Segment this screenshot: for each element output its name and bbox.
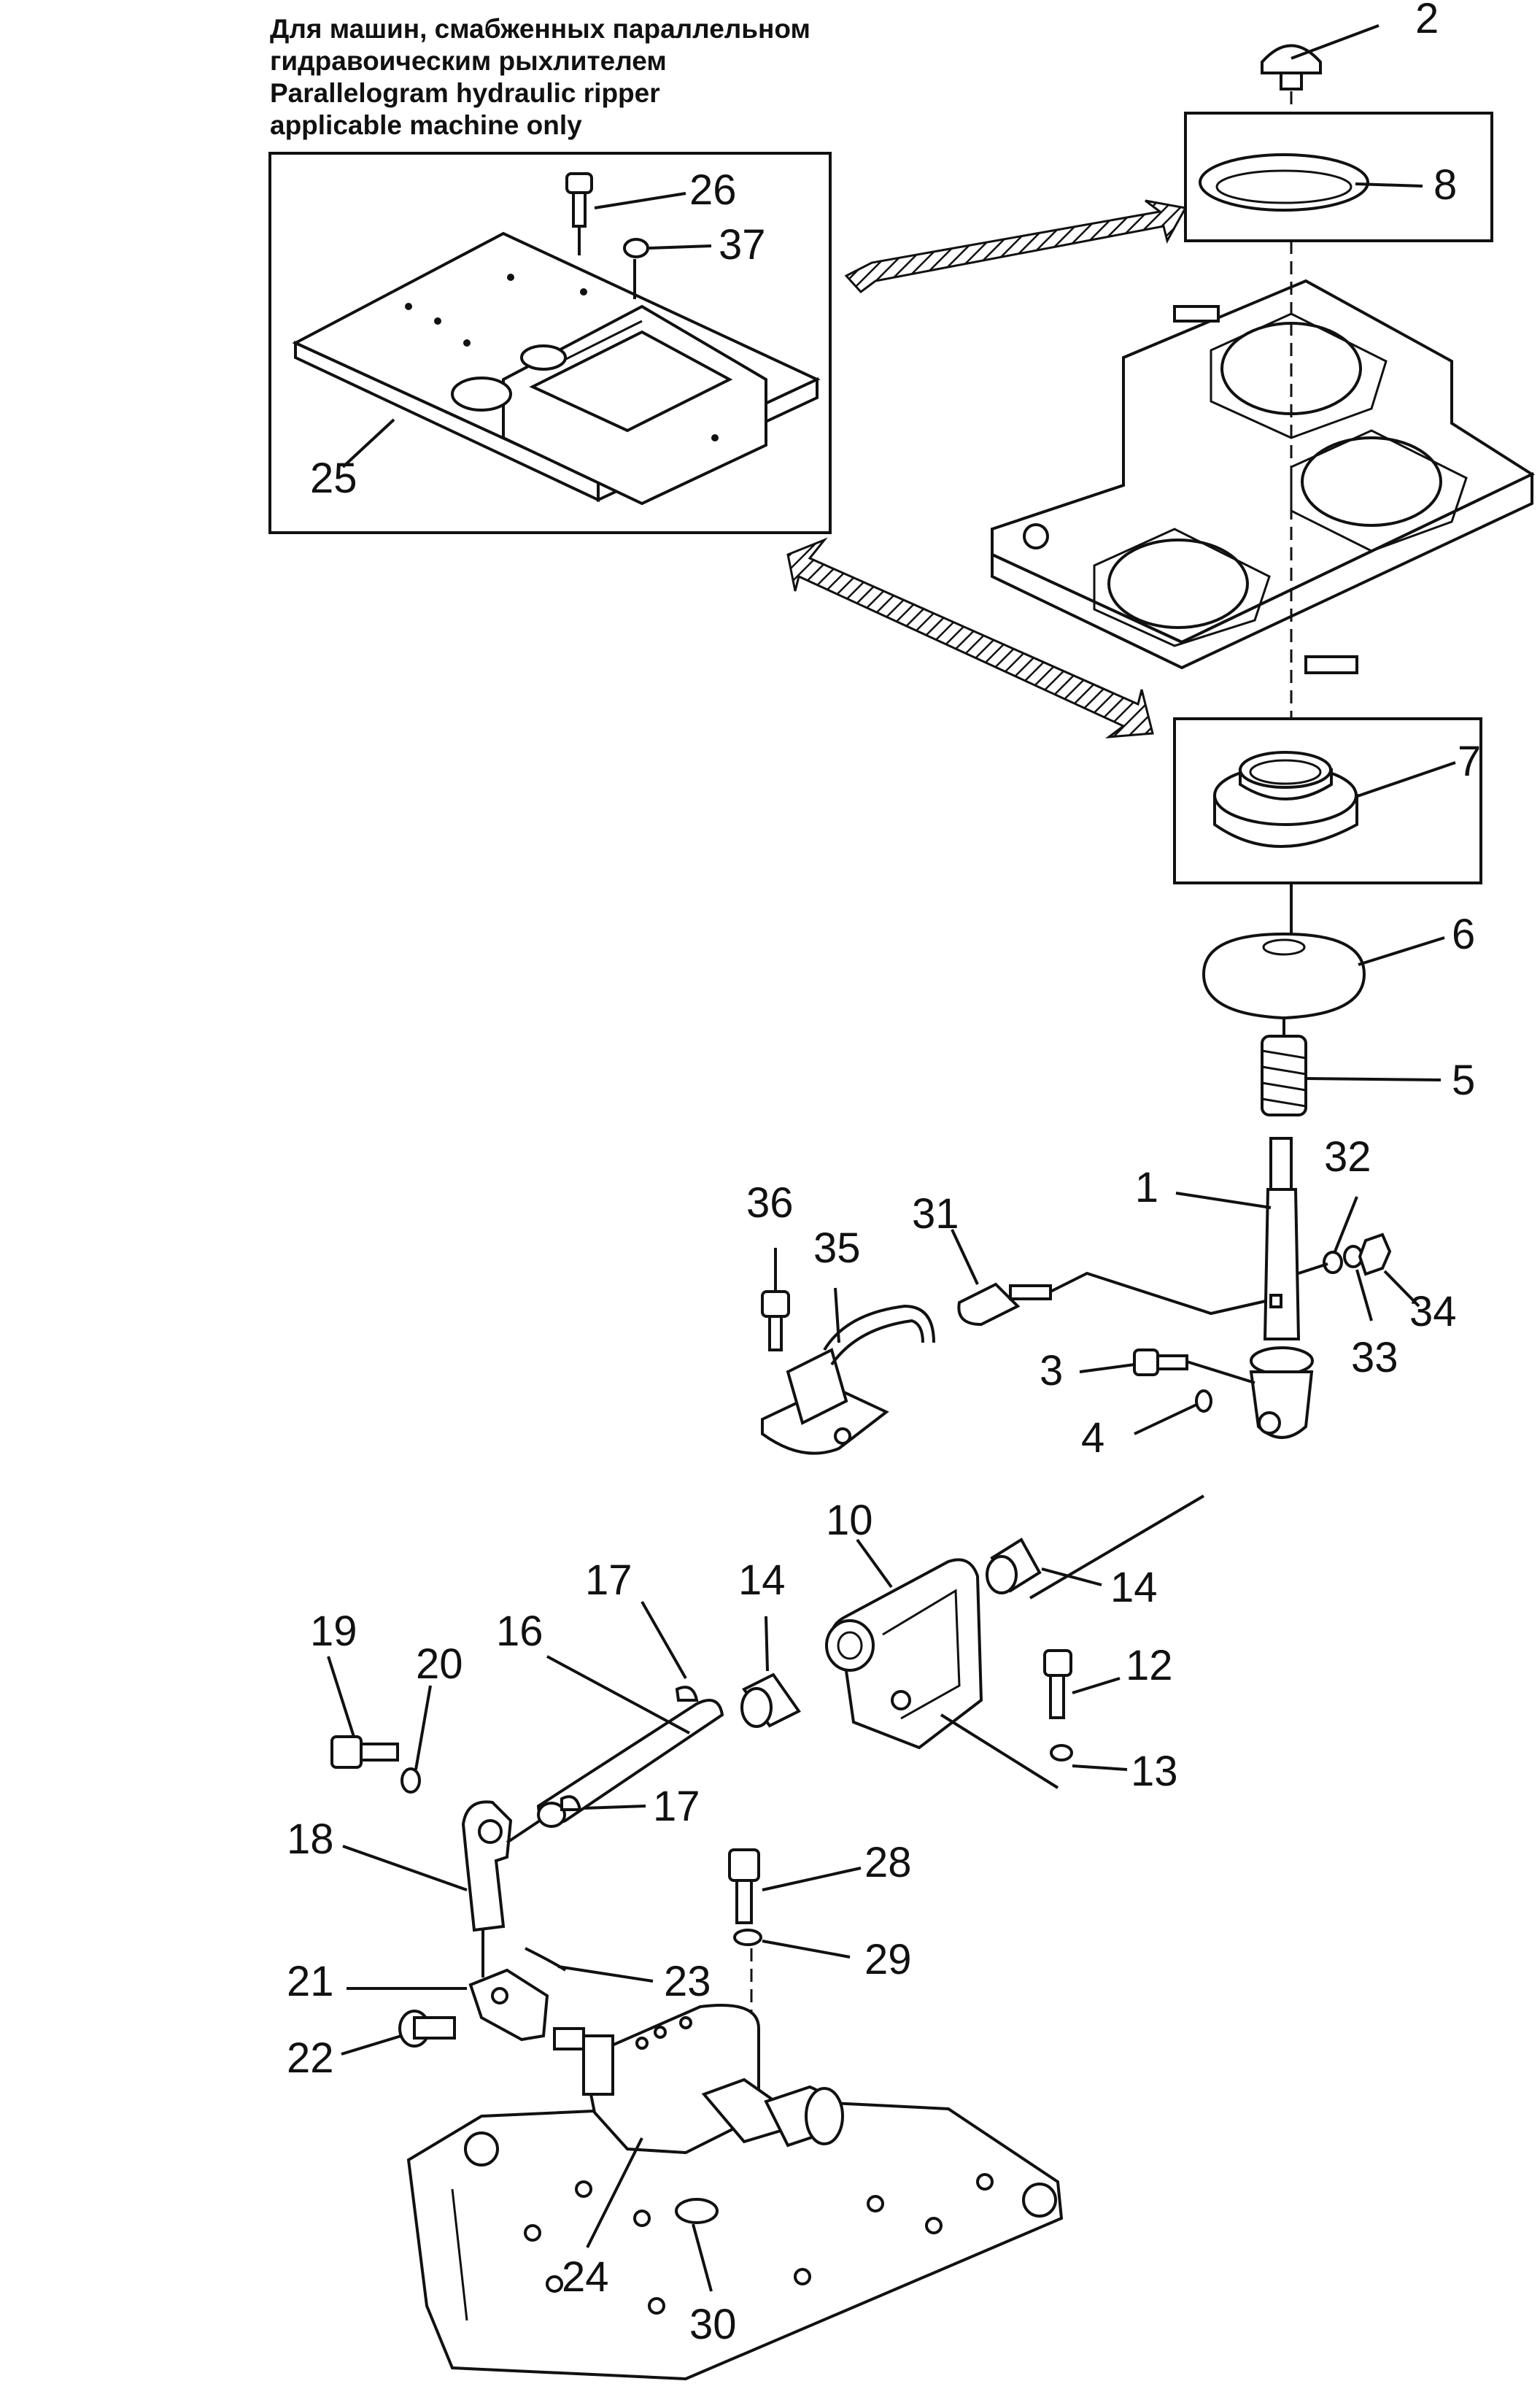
callout-6: 6 bbox=[1452, 911, 1475, 958]
plug-37 bbox=[623, 238, 649, 258]
guide-plate bbox=[991, 279, 1536, 674]
bolt-12 bbox=[1043, 1649, 1072, 1719]
callout-33: 33 bbox=[1351, 1334, 1398, 1381]
callout-20: 20 bbox=[416, 1640, 463, 1688]
knob-2 bbox=[1261, 44, 1322, 90]
bushing-14-left bbox=[740, 1672, 801, 1728]
callout-24: 24 bbox=[562, 2253, 609, 2301]
washer-32 bbox=[1323, 1251, 1343, 1274]
callout-19: 19 bbox=[310, 1608, 357, 1655]
control-lever-1 bbox=[1249, 1137, 1314, 1439]
callout-8: 8 bbox=[1433, 161, 1457, 209]
bushing-14-right bbox=[986, 1537, 1042, 1594]
key-17-lower bbox=[560, 1795, 582, 1811]
selector-valve-24 bbox=[553, 2004, 844, 2155]
seal-7 bbox=[1213, 751, 1358, 848]
pin-22 bbox=[398, 2010, 456, 2048]
bolt-36 bbox=[761, 1290, 790, 1351]
callout-26: 26 bbox=[689, 166, 737, 214]
callout-25: 25 bbox=[310, 455, 357, 502]
ripper-inset bbox=[268, 152, 832, 534]
inset-frame bbox=[268, 152, 832, 534]
callout-14-right: 14 bbox=[1110, 1564, 1158, 1611]
callout-2: 2 bbox=[1415, 0, 1439, 42]
callout-4: 4 bbox=[1081, 1414, 1104, 1462]
callout-29: 29 bbox=[864, 1936, 912, 1983]
applicability-note: Для машин, смабженных параллельном гидра… bbox=[270, 13, 926, 142]
note-ru-line-2: гидравоическим рыхлителем bbox=[270, 46, 667, 76]
bolt-3 bbox=[1133, 1348, 1188, 1376]
note-en-line-1: Parallelogram hydraulic ripper bbox=[270, 78, 660, 108]
callout-22: 22 bbox=[287, 2034, 334, 2082]
cable-bracket-35 bbox=[761, 1304, 935, 1455]
callout-34: 34 bbox=[1409, 1288, 1457, 1335]
washer-13 bbox=[1050, 1744, 1073, 1762]
lever-arm-18 bbox=[461, 1800, 513, 1932]
washer-20 bbox=[401, 1767, 421, 1794]
callout-36: 36 bbox=[746, 1179, 794, 1227]
snap-ring-8 bbox=[1199, 153, 1369, 212]
callout-17-lower: 17 bbox=[653, 1783, 700, 1830]
bolt-26 bbox=[565, 172, 593, 255]
shaft-16 bbox=[536, 1699, 724, 1828]
callout-35: 35 bbox=[813, 1224, 861, 1272]
callout-23: 23 bbox=[664, 1958, 711, 2005]
callout-17-upper: 17 bbox=[585, 1556, 632, 1604]
lower-reference-arrow bbox=[786, 537, 1154, 738]
lever-bracket-10 bbox=[825, 1558, 983, 1750]
washer-4 bbox=[1195, 1389, 1212, 1413]
callout-1: 1 bbox=[1135, 1164, 1158, 1211]
spring-5 bbox=[1261, 1035, 1307, 1116]
ripper-cover-plate bbox=[292, 231, 821, 506]
nut-34 bbox=[1358, 1232, 1392, 1276]
callout-28: 28 bbox=[864, 1839, 912, 1886]
callout-31: 31 bbox=[912, 1190, 959, 1238]
clevis-21 bbox=[468, 1968, 549, 2042]
rod-end-31 bbox=[957, 1282, 1052, 1327]
callout-3: 3 bbox=[1040, 1347, 1063, 1394]
callout-13: 13 bbox=[1131, 1748, 1178, 1795]
note-ru-line-1: Для машин, смабженных параллельном bbox=[270, 14, 810, 44]
callout-14-left: 14 bbox=[738, 1556, 786, 1604]
ring-frame bbox=[1184, 112, 1493, 242]
callout-7: 7 bbox=[1458, 738, 1481, 785]
boot-6 bbox=[1202, 932, 1366, 1020]
callout-10: 10 bbox=[826, 1497, 873, 1544]
callout-12: 12 bbox=[1126, 1642, 1173, 1689]
key-17-upper bbox=[675, 1686, 699, 1702]
callout-16: 16 bbox=[496, 1608, 543, 1655]
callout-5: 5 bbox=[1452, 1057, 1475, 1104]
washer-29 bbox=[733, 1929, 762, 1946]
bolt-28 bbox=[728, 1848, 760, 1924]
callout-37: 37 bbox=[719, 221, 766, 269]
callout-30: 30 bbox=[689, 2301, 737, 2348]
seal-frame bbox=[1173, 717, 1482, 884]
callout-18: 18 bbox=[287, 1816, 334, 1863]
o-ring-30 bbox=[675, 2198, 719, 2224]
cotter-pin-23 bbox=[525, 1947, 567, 1972]
upper-reference-arrow bbox=[844, 199, 1188, 294]
callout-21: 21 bbox=[287, 1958, 334, 2005]
note-en-line-2: applicable machine only bbox=[270, 110, 582, 140]
callout-32: 32 bbox=[1324, 1133, 1371, 1181]
bolt-19 bbox=[330, 1735, 399, 1769]
transmission-case-base bbox=[406, 2099, 1064, 2381]
